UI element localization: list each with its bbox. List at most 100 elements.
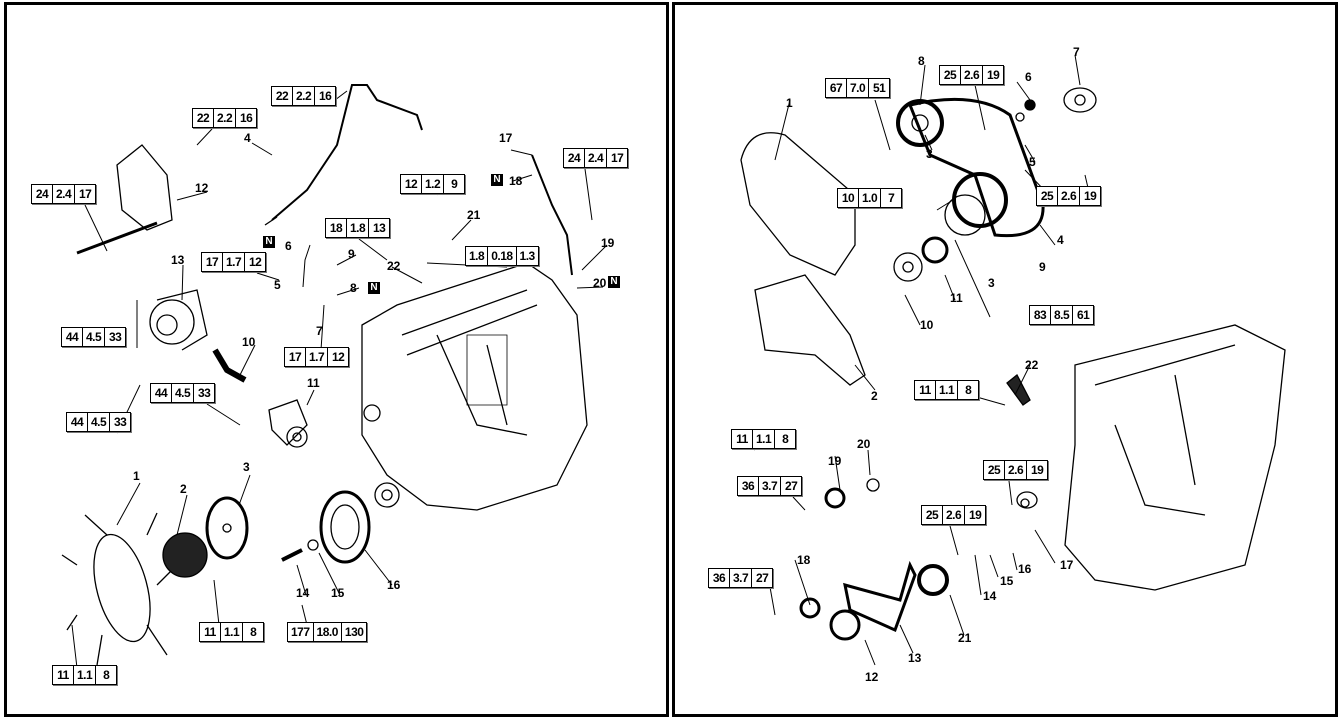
torque-ftlb: 33 xyxy=(198,386,211,400)
torque-kgm: 4.5 xyxy=(172,384,195,402)
torque-ftlb: 8 xyxy=(782,432,789,446)
torque-ftlb: 17 xyxy=(611,151,624,165)
part-callout-number: 3 xyxy=(926,147,933,161)
torque-nm: 17 xyxy=(285,348,306,366)
torque-kgm: 1.1 xyxy=(753,430,776,448)
torque-nm: 11 xyxy=(53,666,74,684)
torque-nm: 36 xyxy=(738,477,759,495)
torque-nm: 11 xyxy=(200,623,221,641)
torque-nm: 67 xyxy=(826,79,847,97)
part-callout-number: 19 xyxy=(828,454,842,468)
torque-ftlb: 19 xyxy=(1084,189,1097,203)
torque-ftlb: 12 xyxy=(249,255,262,269)
torque-kgm: 2.2 xyxy=(214,109,237,127)
part-callout-number: 3 xyxy=(243,460,250,474)
part-callout-number: 15 xyxy=(1000,574,1014,588)
torque-ftlb: 8 xyxy=(250,625,257,639)
part-callout-number: 5 xyxy=(274,278,281,292)
torque-kgm: 18.0 xyxy=(314,623,342,641)
part-callout-number: 9 xyxy=(348,247,355,261)
torque-ftlb: 19 xyxy=(1031,463,1044,477)
left-exploded-view-drawing xyxy=(61,84,608,669)
torque-nm: 44 xyxy=(67,413,88,431)
torque-ftlb: 27 xyxy=(756,571,769,585)
torque-nm: 11 xyxy=(915,381,936,399)
part-callout-number: 16 xyxy=(387,578,401,592)
torque-kgm: 3.7 xyxy=(759,477,782,495)
torque-ftlb: 17 xyxy=(79,187,92,201)
part-callout-number: 12 xyxy=(865,670,879,684)
torque-ftlb: 130 xyxy=(344,625,364,639)
part-callout-number: 11 xyxy=(950,291,963,305)
torque-nm: 22 xyxy=(272,87,293,105)
part-callout-number: 16 xyxy=(1018,562,1032,576)
torque-ftlb: 19 xyxy=(987,68,1000,82)
torque-nm: 10 xyxy=(838,189,859,207)
part-callout-number: 10 xyxy=(242,335,256,349)
torque-kgm: 4.5 xyxy=(88,413,111,431)
part-callout-number: 2 xyxy=(871,389,878,403)
torque-kgm: 1.1 xyxy=(936,381,959,399)
torque-nm: 22 xyxy=(193,109,214,127)
non-reusable-part-badge: N xyxy=(263,236,275,248)
torque-ftlb: 19 xyxy=(969,508,982,522)
cooling-fan xyxy=(61,512,178,666)
torque-ftlb: 16 xyxy=(240,111,253,125)
torque-kgm: 1.2 xyxy=(422,175,445,193)
lower-cover xyxy=(754,274,866,386)
part-callout-number: 15 xyxy=(331,586,345,600)
torque-kgm: 7.0 xyxy=(847,79,870,97)
part-callout-number: 6 xyxy=(1025,70,1032,84)
part-callout-number: 18 xyxy=(509,174,523,188)
torque-ftlb: 12 xyxy=(332,350,345,364)
non-reusable-part-badge: N xyxy=(608,276,620,288)
torque-kgm: 4.5 xyxy=(83,328,106,346)
torque-kgm: 2.6 xyxy=(943,506,966,524)
part-callout-number: 17 xyxy=(1060,558,1074,572)
torque-kgm: 1.1 xyxy=(74,666,97,684)
torque-ftlb: 8 xyxy=(965,383,972,397)
part-callout-number: 8 xyxy=(350,281,357,295)
torque-nm: 17 xyxy=(202,253,223,271)
part-callout-number: 18 xyxy=(797,553,811,567)
torque-nm: 25 xyxy=(984,461,1005,479)
torque-nm: 24 xyxy=(32,185,53,203)
torque-kgm: 8.5 xyxy=(1051,306,1074,324)
part-callout-number: 7 xyxy=(316,324,323,338)
torque-kgm: 2.6 xyxy=(961,66,984,84)
torque-kgm: 1.7 xyxy=(223,253,246,271)
torque-nm: 1.8 xyxy=(466,247,489,265)
torque-ftlb: 13 xyxy=(373,221,386,235)
part-callout-number: 14 xyxy=(296,586,310,600)
torque-kgm: 1.0 xyxy=(859,189,882,207)
part-callout-number: 12 xyxy=(195,181,209,195)
torque-nm: 11 xyxy=(732,430,753,448)
torque-kgm: 2.2 xyxy=(293,87,316,105)
torque-nm: 177 xyxy=(288,623,314,641)
torque-nm: 25 xyxy=(922,506,943,524)
torque-nm: 44 xyxy=(151,384,172,402)
part-callout-number: 2 xyxy=(180,482,187,496)
torque-kgm: 2.6 xyxy=(1058,187,1081,205)
torque-nm: 25 xyxy=(940,66,961,84)
torque-ftlb: 61 xyxy=(1077,308,1090,322)
